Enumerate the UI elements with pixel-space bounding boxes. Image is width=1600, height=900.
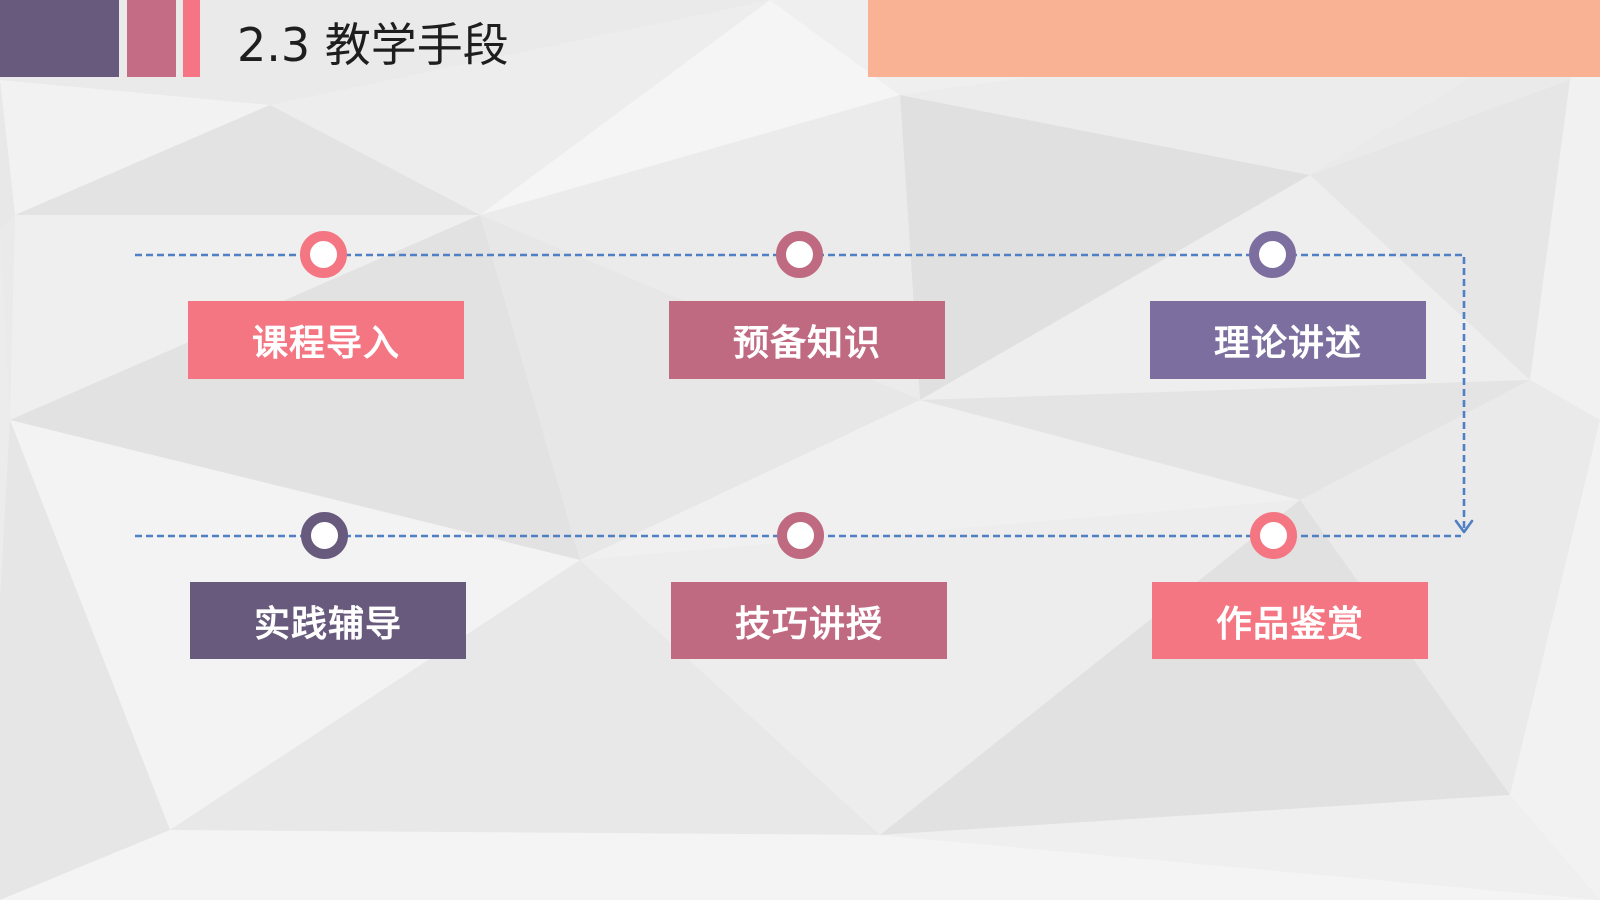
timeline-node [776, 231, 823, 278]
timeline-node [300, 231, 347, 278]
step-box-practice: 实践辅导 [190, 582, 466, 659]
step-label: 课程导入 [251, 323, 400, 364]
step-label: 实践辅导 [253, 603, 402, 645]
step-label: 理论讲述 [1213, 323, 1362, 364]
step-label: 技巧讲授 [734, 603, 883, 645]
step-box-course-intro: 课程导入 [188, 301, 464, 379]
step-box-technique: 技巧讲授 [671, 582, 947, 659]
step-label: 作品鉴赏 [1215, 603, 1364, 645]
step-box-theory: 理论讲述 [1150, 301, 1426, 379]
page-title: 2.3 教学手段 [237, 18, 509, 72]
header-bar-dark [0, 0, 119, 77]
header-bar-pink [183, 0, 200, 77]
step-label: 预备知识 [732, 323, 881, 364]
header-accent-banner [868, 0, 1600, 77]
timeline-node [1250, 512, 1297, 559]
header-bar-mauve [127, 0, 176, 77]
step-box-appreciation: 作品鉴赏 [1152, 582, 1428, 659]
timeline-node [777, 512, 824, 559]
timeline-node [1249, 231, 1296, 278]
timeline-node [301, 512, 348, 559]
step-box-prerequisite: 预备知识 [669, 301, 945, 379]
